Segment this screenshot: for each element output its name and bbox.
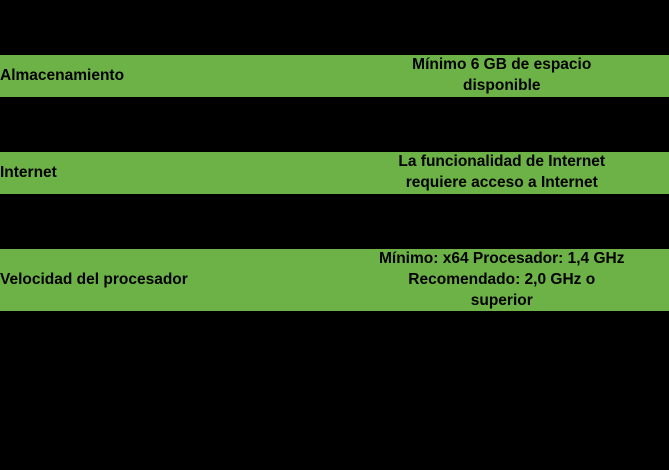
spacer-cell xyxy=(0,193,669,249)
row-value-line: requiere acceso a Internet xyxy=(405,173,598,191)
row-value-line: disponible xyxy=(463,76,541,94)
row-value-line: La funcionalidad de Internet xyxy=(398,152,606,170)
table-row: Almacenamiento Mínimo 6 GB de espacio di… xyxy=(0,55,669,97)
row-label-internet: Internet xyxy=(0,151,335,194)
row-value-processor-speed: Mínimo: x64 Procesador: 1,4 GHz Recomend… xyxy=(334,248,669,312)
row-value-line: Mínimo 6 GB de espacio xyxy=(412,56,592,73)
table-spacer-row xyxy=(0,193,669,249)
row-value-line: Mínimo: x64 Procesador: 1,4 GHz xyxy=(379,249,625,267)
spacer-cell xyxy=(0,0,669,55)
table-row: Velocidad del procesador Mínimo: x64 Pro… xyxy=(0,248,669,312)
spacer-cell xyxy=(0,96,669,152)
row-value-line: superior xyxy=(470,291,533,309)
table-row: Internet La funcionalidad de Internet re… xyxy=(0,151,669,194)
table-spacer-row xyxy=(0,0,669,55)
row-value-line: Recomendado: 2,0 GHz o xyxy=(408,270,596,288)
row-label-storage: Almacenamiento xyxy=(0,55,335,97)
row-value-internet: La funcionalidad de Internet requiere ac… xyxy=(334,151,669,194)
system-requirements-table: Almacenamiento Mínimo 6 GB de espacio di… xyxy=(0,0,669,312)
row-label-processor-speed: Velocidad del procesador xyxy=(0,248,335,312)
table-spacer-row xyxy=(0,96,669,152)
row-value-storage: Mínimo 6 GB de espacio disponible xyxy=(334,55,669,97)
